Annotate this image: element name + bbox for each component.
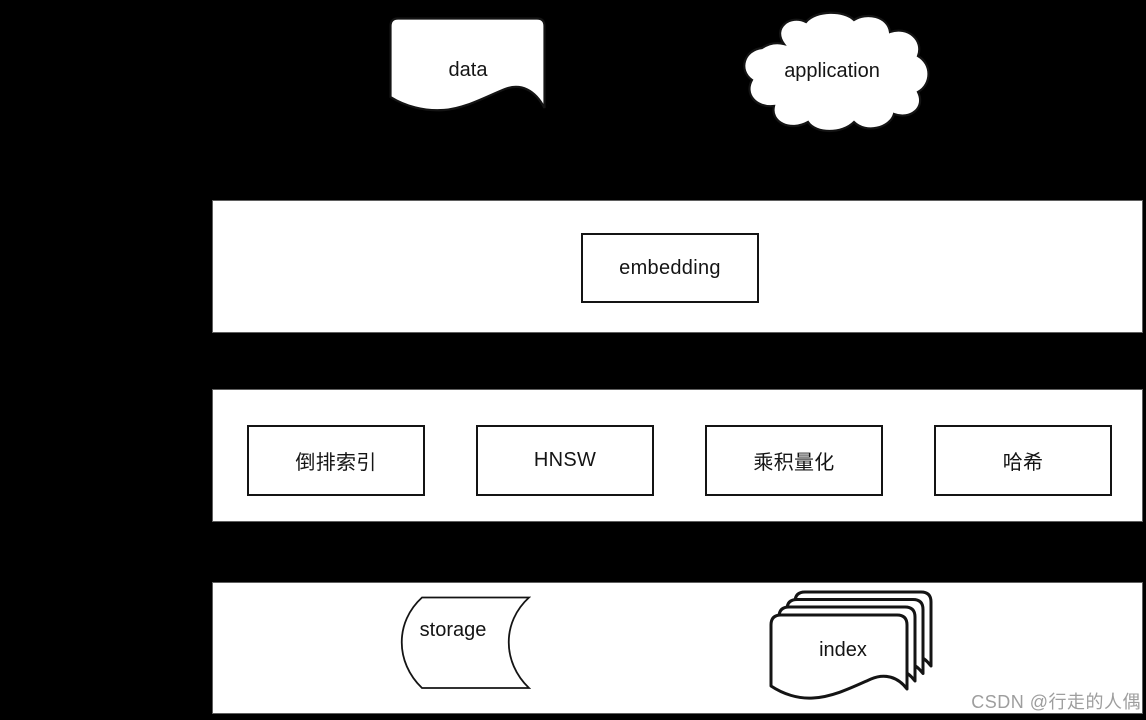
application-cloud-icon bbox=[743, 11, 930, 133]
inverted-index-label: 倒排索引 bbox=[295, 452, 377, 474]
data-document-icon bbox=[389, 17, 546, 112]
hash-label: 哈希 bbox=[1002, 452, 1044, 474]
hnsw-label: HNSW bbox=[533, 449, 597, 471]
watermark: CSDN @行走的人偶 bbox=[971, 692, 1141, 712]
product-quantization-label: 乘积量化 bbox=[753, 452, 835, 474]
embedding-label: embedding bbox=[619, 256, 721, 279]
embedding-layer-band: embedding bbox=[212, 200, 1143, 333]
algorithm-box-hnsw: HNSW bbox=[476, 425, 654, 496]
index-document-stack-icon bbox=[769, 590, 933, 700]
algorithm-box-hash: 哈希 bbox=[934, 425, 1112, 496]
storage-stored-data-icon bbox=[401, 596, 531, 689]
algorithm-box-product-quantization: 乘积量化 bbox=[705, 425, 883, 496]
embedding-box: embedding bbox=[581, 233, 759, 303]
algorithm-layer-band: 倒排索引 HNSW 乘积量化 哈希 bbox=[212, 389, 1143, 522]
algorithm-box-inverted-index: 倒排索引 bbox=[247, 425, 425, 496]
